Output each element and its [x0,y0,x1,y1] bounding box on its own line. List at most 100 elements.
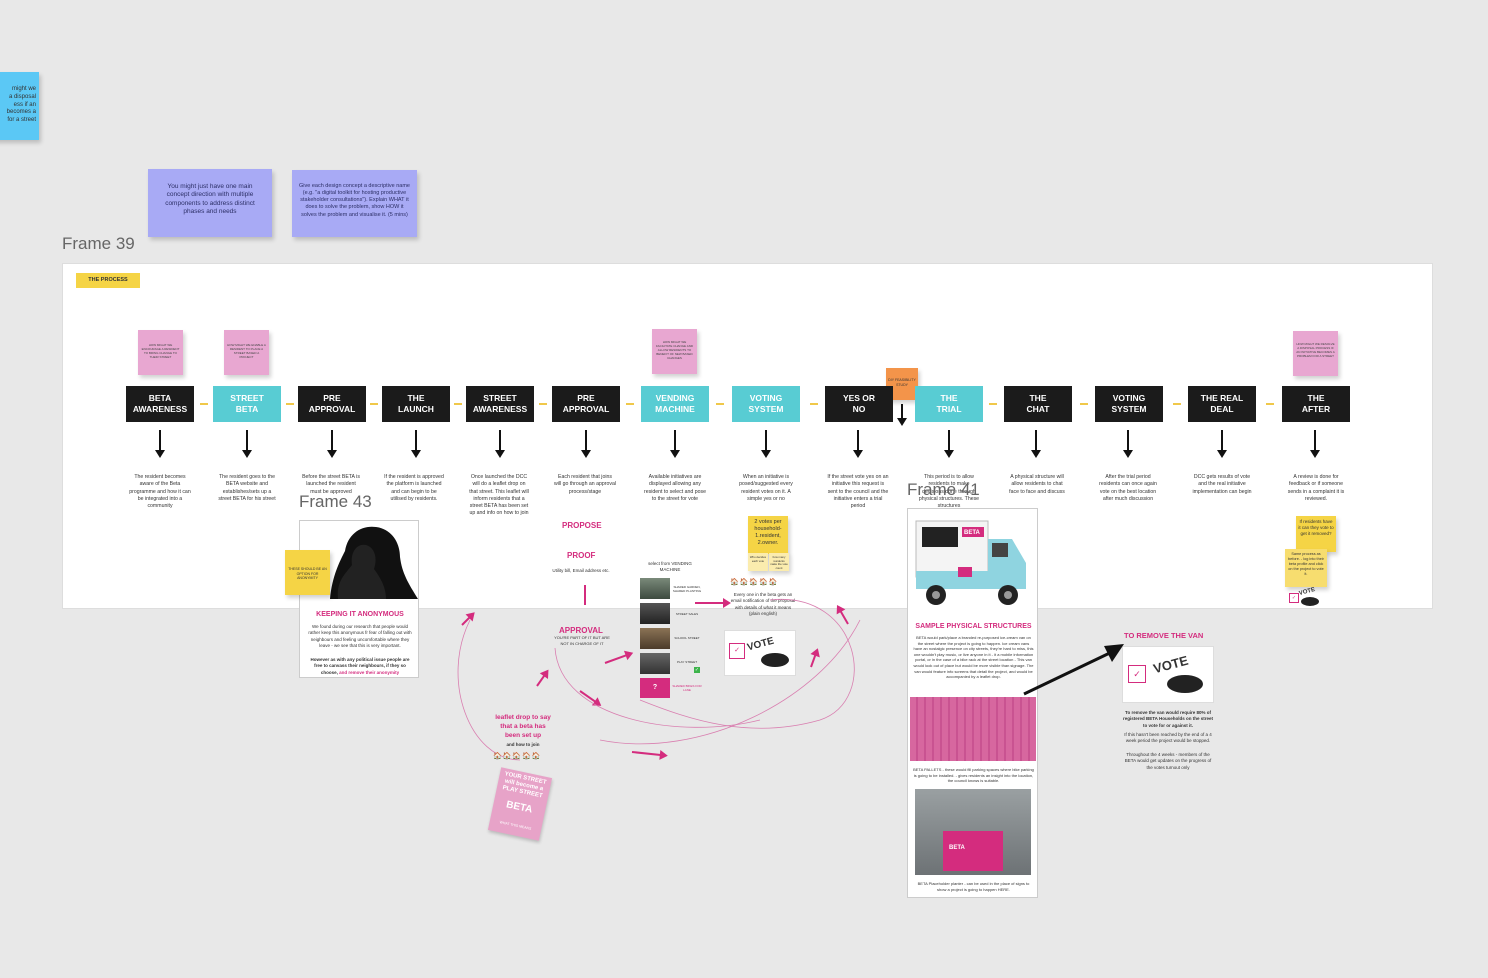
vending-photo-4 [640,653,670,674]
step-description: A review is done for feedback or if some… [1287,474,1345,502]
step-label: THE LAUNCH [398,392,434,414]
step-pre-approval[interactable]: PRE APPROVAL [298,386,366,422]
houses-icon-row: 🏠🏠🏠🏠🏠 [493,753,542,760]
down-arrow-icon [1310,430,1320,458]
vending-question-box[interactable]: ? [640,678,670,698]
vote-image: ✓ VOTE [724,630,796,676]
vote-logo: VOTE [1298,587,1316,598]
step-description: This period is to allow residents to mak… [918,474,980,510]
step-the-real-deal[interactable]: THE REAL DEAL [1188,386,1256,422]
vending-item-4[interactable]: PLAY STREET [676,660,698,664]
magenta-arrow-icon [695,598,731,608]
vending-item-5[interactable]: SHARED BIKES FOR LANE [672,684,702,693]
step-label: YES OR NO [842,392,876,414]
frame-label-39[interactable]: Frame 39 [62,234,135,253]
approval-label: APPROVAL [559,626,603,635]
remove-van-title: TO REMOVE THE VAN [1124,631,1204,640]
down-arrow-icon [897,404,907,426]
sticky-note-pink-2[interactable]: HOW MIGHT WE ENABLE A RESIDENT TO PLACE … [224,330,269,375]
step-beta-awareness[interactable]: BETA AWARENESS [126,386,194,422]
step-street-awareness[interactable]: STREET AWARENESS [466,386,534,422]
sticky-note-purple-2[interactable]: Give each design concept a descriptive n… [292,170,417,237]
sticky-note-after-2[interactable]: Same process as before. - log into their… [1285,549,1327,587]
leaflet-poster[interactable]: YOUR STREET will become a PLAY STREET BE… [487,767,553,841]
frame-label-41[interactable]: Frame 41 [907,480,980,499]
after-vote-image: VOTE ✓ [1285,587,1327,611]
leaflet-sub: and how to join [506,742,540,747]
magenta-arrow-icon [631,751,662,757]
step-the-launch[interactable]: THE LAUNCH [382,386,450,422]
planter-box: BETA [943,831,1003,871]
silhouette-image [330,526,418,599]
vending-item-1[interactable]: SHARED GARDEN, SHARED PLANTING [672,585,702,594]
poster-foot: WHAT THIS MEANS [499,820,532,831]
magenta-arrow-icon [579,690,597,704]
anonymous-highlight: and remove their anonymity [339,669,400,675]
sticky-note-purple-1[interactable]: You might just have one main concept dir… [148,169,272,237]
checkbox-icon: ✓ [1128,665,1146,683]
vending-photo-1 [640,578,670,599]
magenta-arrow-icon [461,615,472,626]
connector [989,403,997,405]
sticky-note-small-2[interactable]: how many residents make the vote count [769,553,789,571]
anonymous-bold: However as with any political issue peop… [308,657,412,676]
sticky-note-votes[interactable]: 2 votes per household- 1.resident, 2.own… [748,516,788,554]
ice-cream-van-image: BETA [915,520,1026,605]
step-description: Before the street BETA is launched the r… [302,474,360,495]
connector [1080,403,1088,405]
down-arrow-icon [327,430,337,458]
down-arrow-icon [1031,430,1041,458]
step-pre-approval-2[interactable]: PRE APPROVAL [552,386,620,422]
anonymous-title: KEEPING IT ANONYMOUS [316,611,404,618]
step-the-chat[interactable]: THE CHAT [1004,386,1072,422]
step-the-trial[interactable]: THE TRIAL [915,386,983,422]
connector [1266,403,1274,405]
step-description: If the street vote yes on an initiative … [827,474,889,510]
step-vending-machine[interactable]: VENDING MACHINE [641,386,709,422]
sticky-note-after-1[interactable]: If residents have it can they vote to ge… [1296,516,1336,552]
vending-item-3[interactable]: SCHOOL STREET [674,636,700,640]
step-yes-or-no[interactable]: YES OR NO [825,386,893,422]
step-description: If the resident is approved the platform… [384,474,444,502]
sticky-note-small-1[interactable]: Who decides each vote [748,553,768,571]
magenta-arrow-icon [839,609,849,625]
down-arrow-magenta-icon [584,585,586,605]
step-voting-system-2[interactable]: VOTING SYSTEM [1095,386,1163,422]
step-street-beta[interactable]: STREET BETA [213,386,281,422]
sticky-note-pink-1[interactable]: HOW MIGHT WE ENCOURAGE A RESIDENT TO BRI… [138,330,183,375]
step-label: VENDING MACHINE [655,392,695,414]
poster-logo: BETA [505,799,534,816]
propose-label: PROPOSE [562,521,602,530]
anonymous-card[interactable]: KEEPING IT ANONYMOUS We found during our… [299,520,419,678]
step-description: After the trial period residents can onc… [1099,474,1157,502]
sticky-note-blue[interactable]: might we a disposal ess if an becomes a … [0,72,39,140]
remove-van-body: If this hasn't been reached by the end o… [1124,732,1212,744]
poster-text: YOUR STREET will become a PLAY STREET [501,771,547,800]
step-the-after[interactable]: THE AFTER [1282,386,1350,422]
black-arrow-icon [1023,644,1124,696]
down-arrow-icon [242,430,252,458]
down-arrow-icon [155,430,165,458]
step-label: STREET AWARENESS [472,392,528,414]
leaflet-title: leaflet drop to say that a beta has been… [495,714,551,740]
vending-item-2[interactable]: STREET SALES [675,612,699,616]
mouse-icon [1301,597,1319,606]
step-description: Once launched the DCC will do a leaflet … [469,474,529,517]
people-icon-row: 🏠🏠🏠🏠🏠 [730,579,779,586]
checkbox-icon: ✓ [729,643,745,659]
process-tag[interactable]: THE PROCESS [76,273,140,288]
pallets-photo [910,697,1036,761]
vote-logo: VOTE [1151,652,1190,677]
step-label: STREET BETA [230,392,264,414]
step-voting-system[interactable]: VOTING SYSTEM [732,386,800,422]
sticky-note-pink-3[interactable]: HOW MIGHT WE FACILITATE CHANGE AND ALLOW… [652,329,697,374]
physical-structures-card[interactable]: BETA SAMPLE PHYSICAL STRUCTURES BETA wou… [907,508,1038,898]
sticky-note-anonymity[interactable]: THESE SHOULD BE AN OPTION FOR ANONYMITY [285,550,330,595]
checkbox-icon: ✓ [1289,593,1299,603]
connector [716,403,724,405]
vote-logo: VOTE [746,635,776,654]
sticky-note-pink-4[interactable]: HOW MIGHT WE RESOLVE A DISPOSAL PROCESS … [1293,331,1338,376]
step-label: PRE APPROVAL [308,392,356,414]
down-arrow-icon [411,430,421,458]
frame-label-43[interactable]: Frame 43 [299,492,372,511]
